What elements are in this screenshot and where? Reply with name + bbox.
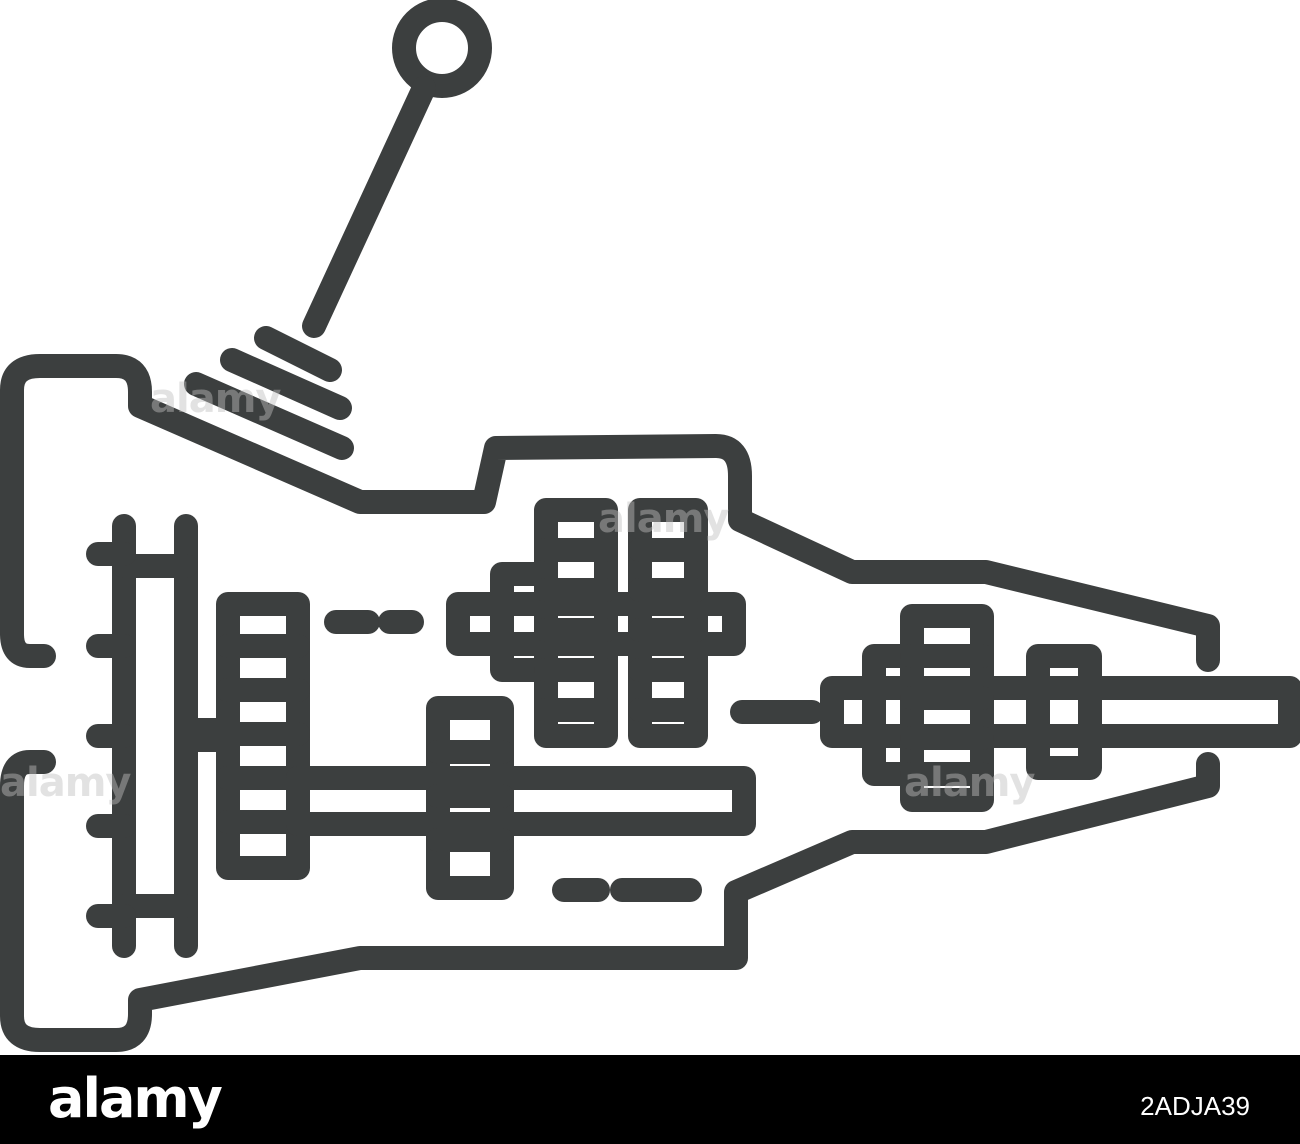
gearbox-svg [0, 0, 1300, 1052]
countershaft-gear [426, 696, 514, 900]
gearbox-illustration: alamy alamy alamy alamy [0, 0, 1300, 1052]
stock-photo-footer: alamy 2ADJA39 [0, 1055, 1300, 1144]
shift-knob [392, 0, 492, 98]
clutch-assembly [86, 514, 198, 958]
alamy-logo: alamy [48, 1067, 223, 1130]
gear-shift-lever [184, 0, 492, 460]
image-code: 2ADJA39 [1140, 1091, 1250, 1121]
shift-rod [302, 76, 436, 338]
output-shaft [820, 604, 1300, 812]
dashed-connectors [324, 610, 824, 902]
input-gear [186, 592, 310, 880]
shift-boot-lines [184, 326, 354, 460]
main-shaft-gears [446, 498, 746, 748]
housing-outline-top [0, 354, 1220, 672]
countershaft [286, 766, 756, 836]
housing-outline-bottom [0, 750, 1220, 1052]
